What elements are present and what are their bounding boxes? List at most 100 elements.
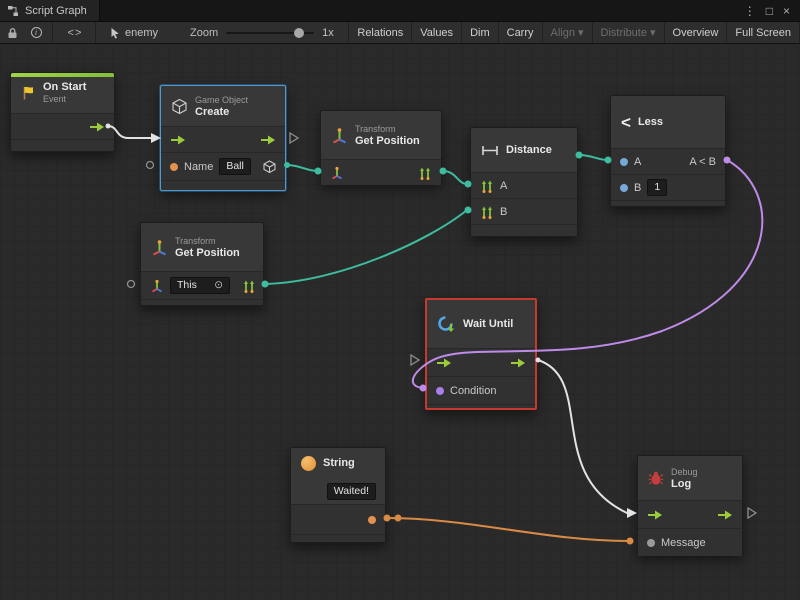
edge-getpositionb-distance[interactable] xyxy=(264,209,468,285)
zoom-slider[interactable] xyxy=(226,27,315,38)
vector3-output-port[interactable] xyxy=(242,279,256,293)
lock-icon[interactable] xyxy=(0,22,24,43)
unconnected-flow-port[interactable] xyxy=(747,506,758,520)
port-label: Condition xyxy=(450,384,497,397)
port-label: A xyxy=(634,155,642,168)
flow-output-port[interactable] xyxy=(89,122,105,132)
unconnected-value-port[interactable] xyxy=(126,279,136,289)
values-button[interactable]: Values xyxy=(411,22,461,43)
tab-script-graph[interactable]: Script Graph xyxy=(0,0,100,21)
edge-waituntil-debuglog[interactable] xyxy=(537,359,628,514)
node-footer xyxy=(427,404,535,408)
node-debug-log[interactable]: Debug Log Message xyxy=(637,455,743,556)
node-distance[interactable]: Distance A B xyxy=(470,127,578,237)
port-label: B xyxy=(634,181,642,194)
node-title: Log xyxy=(671,478,692,490)
flow-output-port[interactable] xyxy=(717,510,733,520)
node-footer xyxy=(291,534,385,542)
event-accent-strip xyxy=(11,73,114,77)
title-bar: Script Graph ⋮ □ × xyxy=(0,0,800,22)
node-title: Less xyxy=(637,116,664,128)
unconnected-value-port[interactable] xyxy=(145,160,155,170)
align-dropdown[interactable]: Align▾ xyxy=(541,22,592,43)
zoom-label: Zoom xyxy=(190,26,219,39)
message-input-port[interactable] xyxy=(647,538,655,547)
less-than-icon: < xyxy=(621,112,631,132)
zoom-slider-handle[interactable] xyxy=(294,27,305,38)
flow-input-port[interactable] xyxy=(647,510,663,520)
output-label: A < B xyxy=(689,155,716,168)
string-type-icon xyxy=(301,455,316,471)
transform-input-port[interactable] xyxy=(150,279,164,293)
dim-button[interactable]: Dim xyxy=(461,22,498,43)
node-get-position-a[interactable]: Transform Get Position xyxy=(320,110,442,185)
node-wait-until[interactable]: Wait Until Condition xyxy=(425,298,537,410)
chevron-down-icon: ▾ xyxy=(577,27,584,39)
vector3-output-port[interactable] xyxy=(418,166,432,180)
string-input-port[interactable] xyxy=(170,162,178,171)
transform-icon xyxy=(331,127,348,144)
edge-string-debuglog[interactable] xyxy=(386,517,630,542)
pointer-icon xyxy=(110,27,120,39)
flow-output-port[interactable] xyxy=(510,358,526,368)
edge-create-getposition[interactable] xyxy=(286,164,319,172)
overview-button[interactable]: Overview xyxy=(663,22,727,43)
graph-icon xyxy=(7,5,19,17)
input-port-a[interactable] xyxy=(620,157,628,166)
node-title: Wait Until xyxy=(463,318,514,330)
graph-canvas[interactable]: On Start Event Game Object Create xyxy=(0,44,800,600)
this-value-field[interactable]: This ⊙ xyxy=(170,277,230,294)
node-string-literal[interactable]: String Waited! xyxy=(290,447,386,543)
node-footer xyxy=(611,200,725,206)
node-footer xyxy=(471,224,577,236)
graph-toolbar: i < > enemy Zoom 1x Relations Values Dim… xyxy=(0,22,800,44)
carry-button[interactable]: Carry xyxy=(497,22,542,43)
relations-button[interactable]: Relations xyxy=(348,22,411,43)
b-value-field[interactable]: 1 xyxy=(647,179,668,196)
edge-getpositiona-distance[interactable] xyxy=(442,170,468,185)
string-value-field[interactable]: Waited! xyxy=(326,482,376,500)
input-port-b[interactable] xyxy=(620,183,628,192)
string-output-port[interactable] xyxy=(368,515,376,524)
port-label: B xyxy=(500,205,508,218)
vector3-input-port-b[interactable] xyxy=(480,205,494,219)
name-value-field[interactable]: Ball xyxy=(219,158,251,175)
info-icon[interactable]: i xyxy=(24,22,48,43)
unconnected-flow-port[interactable] xyxy=(410,353,421,367)
flow-output-port[interactable] xyxy=(260,135,276,145)
window-menu-icon[interactable]: ⋮ xyxy=(743,3,756,18)
node-on-start-event[interactable]: On Start Event xyxy=(10,72,115,152)
condition-input-port[interactable] xyxy=(436,386,444,395)
fullscreen-button[interactable]: Full Screen xyxy=(726,22,800,43)
port-label: Name xyxy=(184,160,214,173)
chevron-down-icon: ▾ xyxy=(649,27,656,39)
object-picker-icon[interactable]: ⊙ xyxy=(214,279,223,291)
transform-input-port[interactable] xyxy=(330,166,344,180)
node-title: Distance xyxy=(506,144,552,156)
node-subtitle: Debug xyxy=(671,467,698,477)
flow-input-port[interactable] xyxy=(170,135,186,145)
cube-icon xyxy=(171,98,188,115)
node-footer xyxy=(161,180,285,190)
node-title: Get Position xyxy=(175,247,240,259)
node-subtitle: Event xyxy=(43,94,67,104)
node-less[interactable]: < Less A A < B B 1 xyxy=(610,95,726,207)
zoom-value: 1x xyxy=(322,26,334,39)
node-get-position-b[interactable]: Transform Get Position This ⊙ xyxy=(140,222,264,306)
node-game-object-create[interactable]: Game Object Create Name Ball xyxy=(160,85,286,191)
distribute-dropdown[interactable]: Distribute▾ xyxy=(591,22,664,43)
code-view-icon[interactable]: < > xyxy=(67,26,82,39)
ruler-icon xyxy=(481,144,499,157)
unconnected-flow-port[interactable] xyxy=(289,131,300,145)
graph-target-label: enemy xyxy=(125,26,159,39)
edge-distance-less[interactable] xyxy=(578,154,608,161)
bug-icon xyxy=(648,470,664,486)
game-object-output-port[interactable] xyxy=(263,160,276,173)
graph-target-button[interactable]: enemy xyxy=(100,22,168,43)
vector3-input-port-a[interactable] xyxy=(480,179,494,193)
maximize-icon[interactable]: □ xyxy=(765,3,773,18)
close-icon[interactable]: × xyxy=(782,3,790,18)
node-subtitle: Game Object xyxy=(195,95,249,105)
flow-input-port[interactable] xyxy=(436,358,452,368)
